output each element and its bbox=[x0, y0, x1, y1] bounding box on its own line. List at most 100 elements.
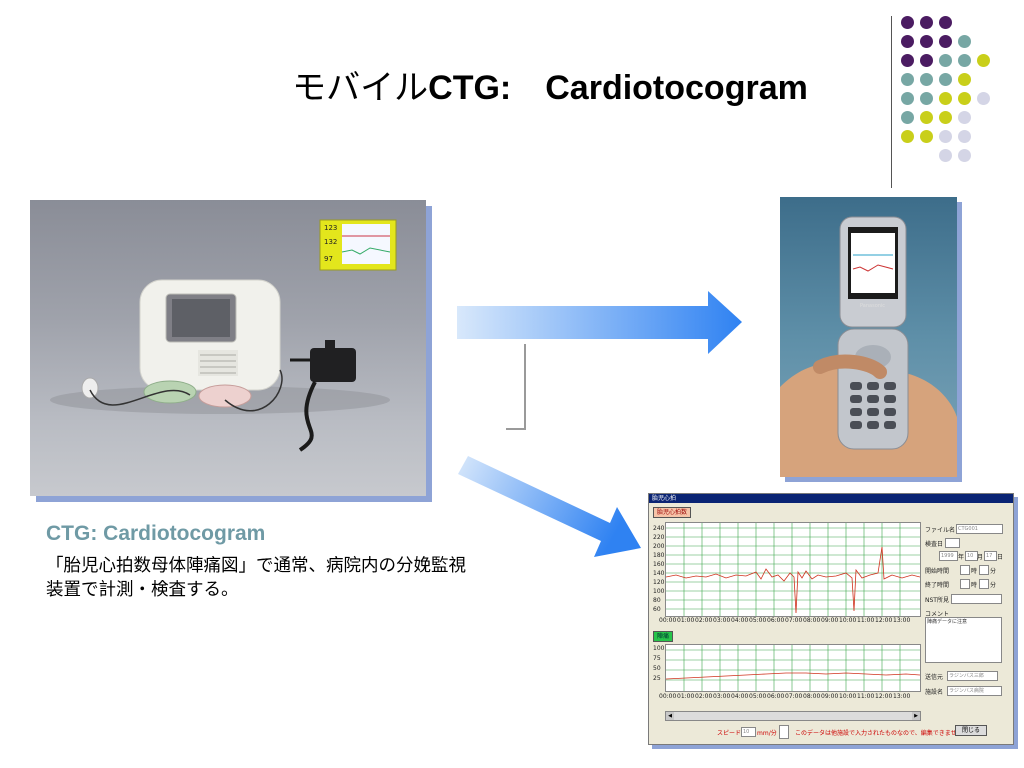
dot bbox=[920, 35, 933, 48]
dot bbox=[958, 54, 971, 67]
fhr-xtick: 00:00 bbox=[659, 617, 677, 624]
dot bbox=[901, 54, 914, 67]
dot bbox=[939, 149, 952, 162]
file-label: ファイル名 bbox=[925, 527, 956, 534]
start-minute-field[interactable] bbox=[979, 565, 989, 575]
facility-label: 施設名 bbox=[925, 689, 944, 696]
dot bbox=[901, 16, 914, 29]
uc-plot bbox=[665, 644, 921, 692]
fhr-ytick: 240 bbox=[653, 525, 665, 532]
dot bbox=[920, 16, 933, 29]
tab-fhr[interactable]: 胎児心拍数 bbox=[653, 507, 692, 518]
notice-text: このデータは他施設で入力されたものなので、編集できません。 bbox=[795, 730, 969, 737]
close-button[interactable]: 閉じる bbox=[955, 725, 988, 736]
file-field[interactable]: CTG001 bbox=[956, 524, 1003, 534]
dot bbox=[958, 35, 971, 48]
speed-field[interactable]: 10 bbox=[741, 727, 756, 737]
dot bbox=[958, 111, 971, 124]
phone-brand: Panasonic bbox=[860, 303, 886, 309]
dot bbox=[939, 130, 952, 143]
uc-xtick: 08:00 bbox=[803, 693, 821, 700]
bracket-mark bbox=[506, 344, 526, 430]
start-minute-unit: 分 bbox=[990, 568, 997, 575]
dot bbox=[939, 35, 952, 48]
dot bbox=[958, 73, 971, 86]
start-time-label: 開始時間 bbox=[925, 568, 950, 575]
date-label: 検査日 bbox=[925, 541, 944, 548]
dot bbox=[977, 54, 990, 67]
month-unit: 月 bbox=[977, 554, 984, 561]
ctg-device-illustration bbox=[50, 219, 397, 452]
phone-in-hand-illustration bbox=[780, 216, 957, 477]
ctg-viewer-window: 胎児心拍 胎児心拍数 240 220 200 180 160 140 120 1… bbox=[648, 493, 1014, 745]
start-hour-field[interactable] bbox=[960, 565, 970, 575]
mobile-phone-photo: Panasonic bbox=[780, 197, 957, 477]
dot bbox=[977, 92, 990, 105]
slide-title: モバイルCTG: Cardiotocogram bbox=[200, 60, 900, 109]
fhr-ytick: 100 bbox=[653, 588, 665, 595]
speed-unit: mm/分 bbox=[757, 730, 777, 737]
month-field[interactable]: 10 bbox=[965, 551, 978, 561]
fhr-xtick: 02:00 bbox=[695, 617, 713, 624]
uc-xtick: 07:00 bbox=[785, 693, 803, 700]
fhr-xtick: 11:00 bbox=[857, 617, 875, 624]
nst-label: NST所見 bbox=[925, 597, 949, 604]
end-minute-unit: 分 bbox=[990, 582, 997, 589]
end-minute-field[interactable] bbox=[979, 579, 989, 589]
tab-uc[interactable]: 陣痛 bbox=[653, 631, 674, 642]
uc-ytick: 50 bbox=[653, 665, 661, 672]
dot bbox=[920, 92, 933, 105]
fhr-xtick: 09:00 bbox=[821, 617, 839, 624]
fhr-chart bbox=[665, 523, 921, 616]
fhr-ytick: 140 bbox=[653, 570, 665, 577]
nst-select[interactable] bbox=[951, 594, 1002, 604]
end-hour-field[interactable] bbox=[960, 579, 970, 589]
fhr-xtick: 12:00 bbox=[875, 617, 893, 624]
fhr-xtick: 04:00 bbox=[731, 617, 749, 624]
fhr-xtick: 06:00 bbox=[767, 617, 785, 624]
ctg-device-photo: 123 132 97 bbox=[30, 200, 426, 496]
uc-xtick: 09:00 bbox=[821, 693, 839, 700]
dot bbox=[920, 54, 933, 67]
speed-spinner[interactable] bbox=[779, 725, 789, 739]
dot bbox=[939, 54, 952, 67]
fhr-xtick: 08:00 bbox=[803, 617, 821, 624]
horizontal-scrollbar[interactable]: ◀ ▶ bbox=[665, 711, 921, 721]
scroll-left-icon[interactable]: ◀ bbox=[666, 712, 674, 720]
uc-ytick: 25 bbox=[653, 675, 661, 682]
hospital-select[interactable]: ラジンバス三郎 bbox=[947, 671, 998, 681]
uc-xtick: 13:00 bbox=[893, 693, 911, 700]
uc-xtick: 05:00 bbox=[749, 693, 767, 700]
fhr-ytick: 60 bbox=[653, 606, 661, 613]
fhr-xtick: 07:00 bbox=[785, 617, 803, 624]
dot bbox=[901, 92, 914, 105]
dot bbox=[939, 16, 952, 29]
screen-value-2: 132 bbox=[324, 238, 338, 246]
end-hour-unit: 時 bbox=[971, 582, 978, 589]
fhr-ytick: 180 bbox=[653, 552, 665, 559]
day-unit: 日 bbox=[997, 554, 1004, 561]
dot bbox=[958, 92, 971, 105]
fhr-xtick: 01:00 bbox=[677, 617, 695, 624]
hospital-label: 送信元 bbox=[925, 674, 944, 681]
fhr-xtick: 05:00 bbox=[749, 617, 767, 624]
fhr-ytick: 160 bbox=[653, 561, 665, 568]
dot bbox=[901, 111, 914, 124]
dot bbox=[920, 111, 933, 124]
scroll-right-icon[interactable]: ▶ bbox=[912, 712, 920, 720]
day-field[interactable]: 17 bbox=[984, 551, 997, 561]
arrow-to-app bbox=[458, 456, 641, 557]
screen-value-3: 97 bbox=[324, 255, 333, 263]
dot bbox=[958, 130, 971, 143]
dot bbox=[939, 73, 952, 86]
dot bbox=[920, 130, 933, 143]
year-field[interactable]: 1999 bbox=[939, 551, 958, 561]
uc-xtick: 06:00 bbox=[767, 693, 785, 700]
comment-textarea[interactable]: 陣痛データに注意 bbox=[925, 617, 1002, 663]
end-time-label: 終了時間 bbox=[925, 582, 950, 589]
date-picker[interactable] bbox=[945, 538, 960, 548]
facility-field[interactable]: ラジンバス病院 bbox=[947, 686, 1002, 696]
fhr-xtick: 13:00 bbox=[893, 617, 911, 624]
start-hour-unit: 時 bbox=[971, 568, 978, 575]
